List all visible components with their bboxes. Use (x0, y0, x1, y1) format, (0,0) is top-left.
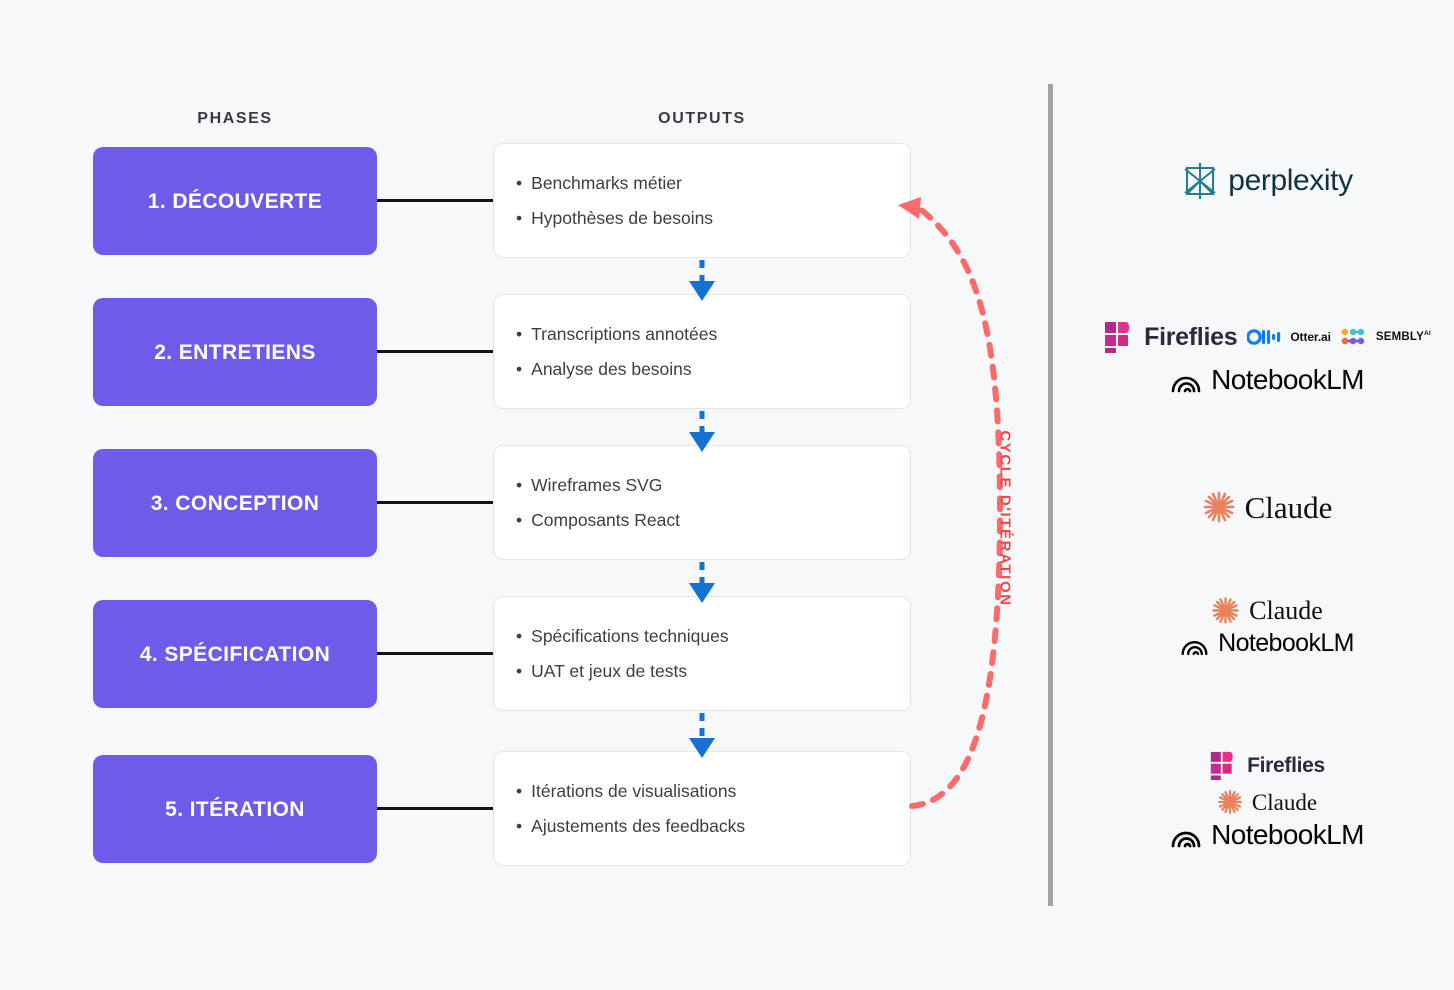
tool-sembly-ai[interactable]: SEMBLYAI (1341, 328, 1431, 346)
output-line-2-2: Analyse des besoins (516, 359, 888, 379)
output-card-5[interactable]: Itérations de visualisations Ajustements… (493, 751, 911, 866)
iteration-cycle-arc (898, 197, 1004, 809)
connector-line-4 (377, 652, 493, 655)
output-card-1[interactable]: Benchmarks métier Hypothèses de besoins (493, 143, 911, 258)
column-header-outputs: OUTPUTS (658, 110, 746, 127)
output-line-2-1: Transcriptions annotées (516, 324, 888, 344)
tool-claude[interactable]: Claude (1211, 596, 1323, 625)
tool-otter-ai[interactable]: Otter.ai (1247, 329, 1331, 345)
output-line-5-2: Ajustements des feedbacks (516, 816, 888, 836)
notebooklm-label: NotebookLM (1218, 629, 1354, 657)
fireflies-f-icon (1105, 322, 1130, 353)
notebooklm-spiral-icon (1171, 376, 1201, 393)
connector-line-3 (377, 501, 493, 504)
phase-label-4: 4. SPÉCIFICATION (139, 643, 331, 666)
output-card-2[interactable]: Transcriptions annotées Analyse des beso… (493, 294, 911, 409)
fireflies-icon (1209, 750, 1238, 781)
perplexity-star-icon (1184, 163, 1216, 199)
phase-box-2[interactable]: 2. ENTRETIENS (93, 298, 377, 406)
fireflies-label: Fireflies (1247, 754, 1325, 777)
phase-box-3[interactable]: 3. CONCEPTION (93, 449, 377, 557)
phase-box-1[interactable]: 1. DÉCOUVERTE (93, 147, 377, 255)
tools-group-phase-2: Fireflies Otter.ai (1080, 320, 1454, 394)
output-card-3[interactable]: Wireframes SVG Composants React (493, 445, 911, 560)
claude-label: Claude (1244, 489, 1333, 525)
output-line-4-2: UAT et jeux de tests (516, 661, 888, 681)
connector-line-2 (377, 350, 493, 353)
output-line-4-1: Spécifications techniques (516, 626, 888, 646)
tools-group-phase-1: perplexity (1080, 160, 1454, 202)
phase-box-5[interactable]: 5. ITÉRATION (93, 755, 377, 863)
sembly-icon (1341, 328, 1367, 346)
tool-claude[interactable]: Claude (1217, 789, 1317, 815)
column-header-phases: PHASES (197, 110, 273, 127)
connector-line-5 (377, 807, 493, 810)
fireflies-icon (1103, 320, 1135, 354)
otter-waveform-icon (1247, 329, 1281, 345)
tool-claude[interactable]: Claude (1202, 489, 1333, 525)
fireflies-label: Fireflies (1144, 322, 1238, 351)
phase-label-1: 1. DÉCOUVERTE (147, 190, 323, 213)
vertical-divider (1048, 84, 1053, 906)
tool-notebooklm[interactable]: NotebookLM (1170, 821, 1364, 849)
claude-icon (1217, 789, 1243, 815)
perplexity-icon (1181, 160, 1219, 202)
claude-icon (1202, 490, 1236, 524)
claude-icon (1211, 596, 1240, 625)
tool-notebooklm[interactable]: NotebookLM (1180, 631, 1354, 656)
output-line-3-1: Wireframes SVG (516, 475, 888, 495)
otter-label: Otter.ai (1290, 330, 1331, 344)
output-line-1-1: Benchmarks métier (516, 173, 888, 193)
phase-label-3: 3. CONCEPTION (150, 492, 320, 515)
tool-fireflies[interactable]: Fireflies (1209, 750, 1325, 781)
tool-notebooklm[interactable]: NotebookLM (1170, 366, 1364, 394)
notebooklm-icon (1170, 822, 1202, 848)
phase-label-5: 5. ITÉRATION (165, 798, 305, 821)
claude-starburst-icon (1218, 790, 1242, 814)
notebooklm-label: NotebookLM (1211, 364, 1364, 395)
phase-box-4[interactable]: 4. SPÉCIFICATION (93, 600, 377, 708)
sembly-ai-superscript: AI (1423, 329, 1431, 337)
phase-label-2: 2. ENTRETIENS (154, 341, 316, 364)
claude-label: Claude (1251, 789, 1318, 815)
notebooklm-icon (1170, 367, 1202, 393)
tools-group-phase-3: Claude (1080, 490, 1454, 524)
output-line-1-2: Hypothèses de besoins (516, 208, 888, 228)
otter-icon (1247, 329, 1281, 345)
connector-line-1 (377, 199, 493, 202)
tools-group-phase-4: Claude NotebookLM (1080, 596, 1454, 656)
perplexity-label: perplexity (1228, 164, 1353, 197)
iteration-cycle-label: CYCLE D'ITÉRATION (996, 430, 1014, 607)
tools-group-phase-5: Fireflies (1080, 750, 1454, 849)
notebooklm-label: NotebookLM (1211, 819, 1364, 850)
claude-label: Claude (1249, 595, 1323, 625)
claude-starburst-icon (1212, 597, 1239, 624)
output-card-4[interactable]: Spécifications techniques UAT et jeux de… (493, 596, 911, 711)
notebooklm-spiral-icon (1181, 640, 1208, 655)
notebooklm-spiral-icon (1171, 831, 1201, 848)
tool-perplexity[interactable]: perplexity (1181, 160, 1353, 202)
output-line-5-1: Itérations de visualisations (516, 781, 888, 801)
output-line-3-2: Composants React (516, 510, 888, 530)
sembly-label: SEMBLYAI (1375, 329, 1431, 343)
tool-fireflies[interactable]: Fireflies (1103, 320, 1238, 354)
notebooklm-icon (1180, 632, 1209, 656)
sembly-dots-icon (1341, 328, 1365, 345)
claude-starburst-icon (1203, 491, 1234, 523)
fireflies-f-icon (1210, 751, 1233, 780)
